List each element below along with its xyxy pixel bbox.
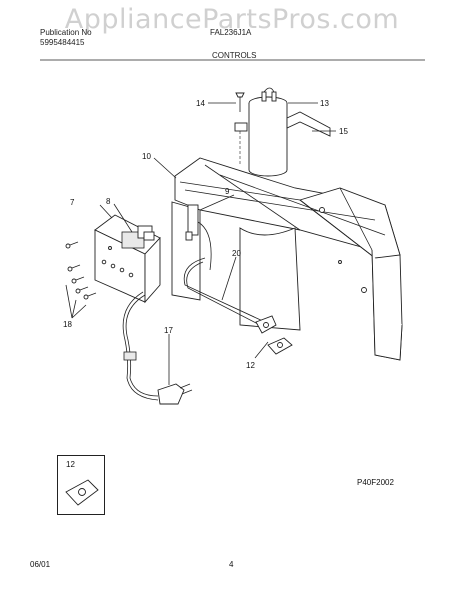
callout-18: 18 xyxy=(63,320,72,329)
callout-17: 17 xyxy=(164,326,173,335)
capacitor-part xyxy=(234,87,331,177)
screws-part xyxy=(65,241,97,300)
cabinet-part xyxy=(171,157,403,361)
inset-box: 12 xyxy=(57,455,105,515)
inset-grommet-drawing xyxy=(65,479,99,506)
callout-15: 15 xyxy=(339,127,348,136)
watermark: AppliancePartsPros.com xyxy=(64,4,400,35)
callout-13: 13 xyxy=(320,99,329,108)
power-cord-part xyxy=(122,291,193,405)
callout-10: 10 xyxy=(142,152,151,161)
callout-7: 7 xyxy=(70,198,75,207)
leader-lines xyxy=(65,102,336,385)
model-number: FAL236J1A xyxy=(210,28,252,37)
callout-9: 9 xyxy=(225,187,230,196)
footer-date: 06/01 xyxy=(30,560,51,569)
grommet-part xyxy=(255,315,293,355)
thermostat-part xyxy=(183,204,266,327)
callout-14: 14 xyxy=(196,99,205,108)
figure-code: P40F2002 xyxy=(357,478,394,487)
inset-label: 12 xyxy=(66,460,75,469)
footer-page-number: 4 xyxy=(229,560,234,569)
callout-20: 20 xyxy=(232,249,241,258)
callout-8: 8 xyxy=(106,197,111,206)
publication-number: 5995484415 xyxy=(40,38,85,47)
callout-12: 12 xyxy=(246,361,255,370)
control-box-part xyxy=(94,214,161,304)
publication-label: Publication No xyxy=(40,28,92,37)
section-title: CONTROLS xyxy=(212,51,257,60)
